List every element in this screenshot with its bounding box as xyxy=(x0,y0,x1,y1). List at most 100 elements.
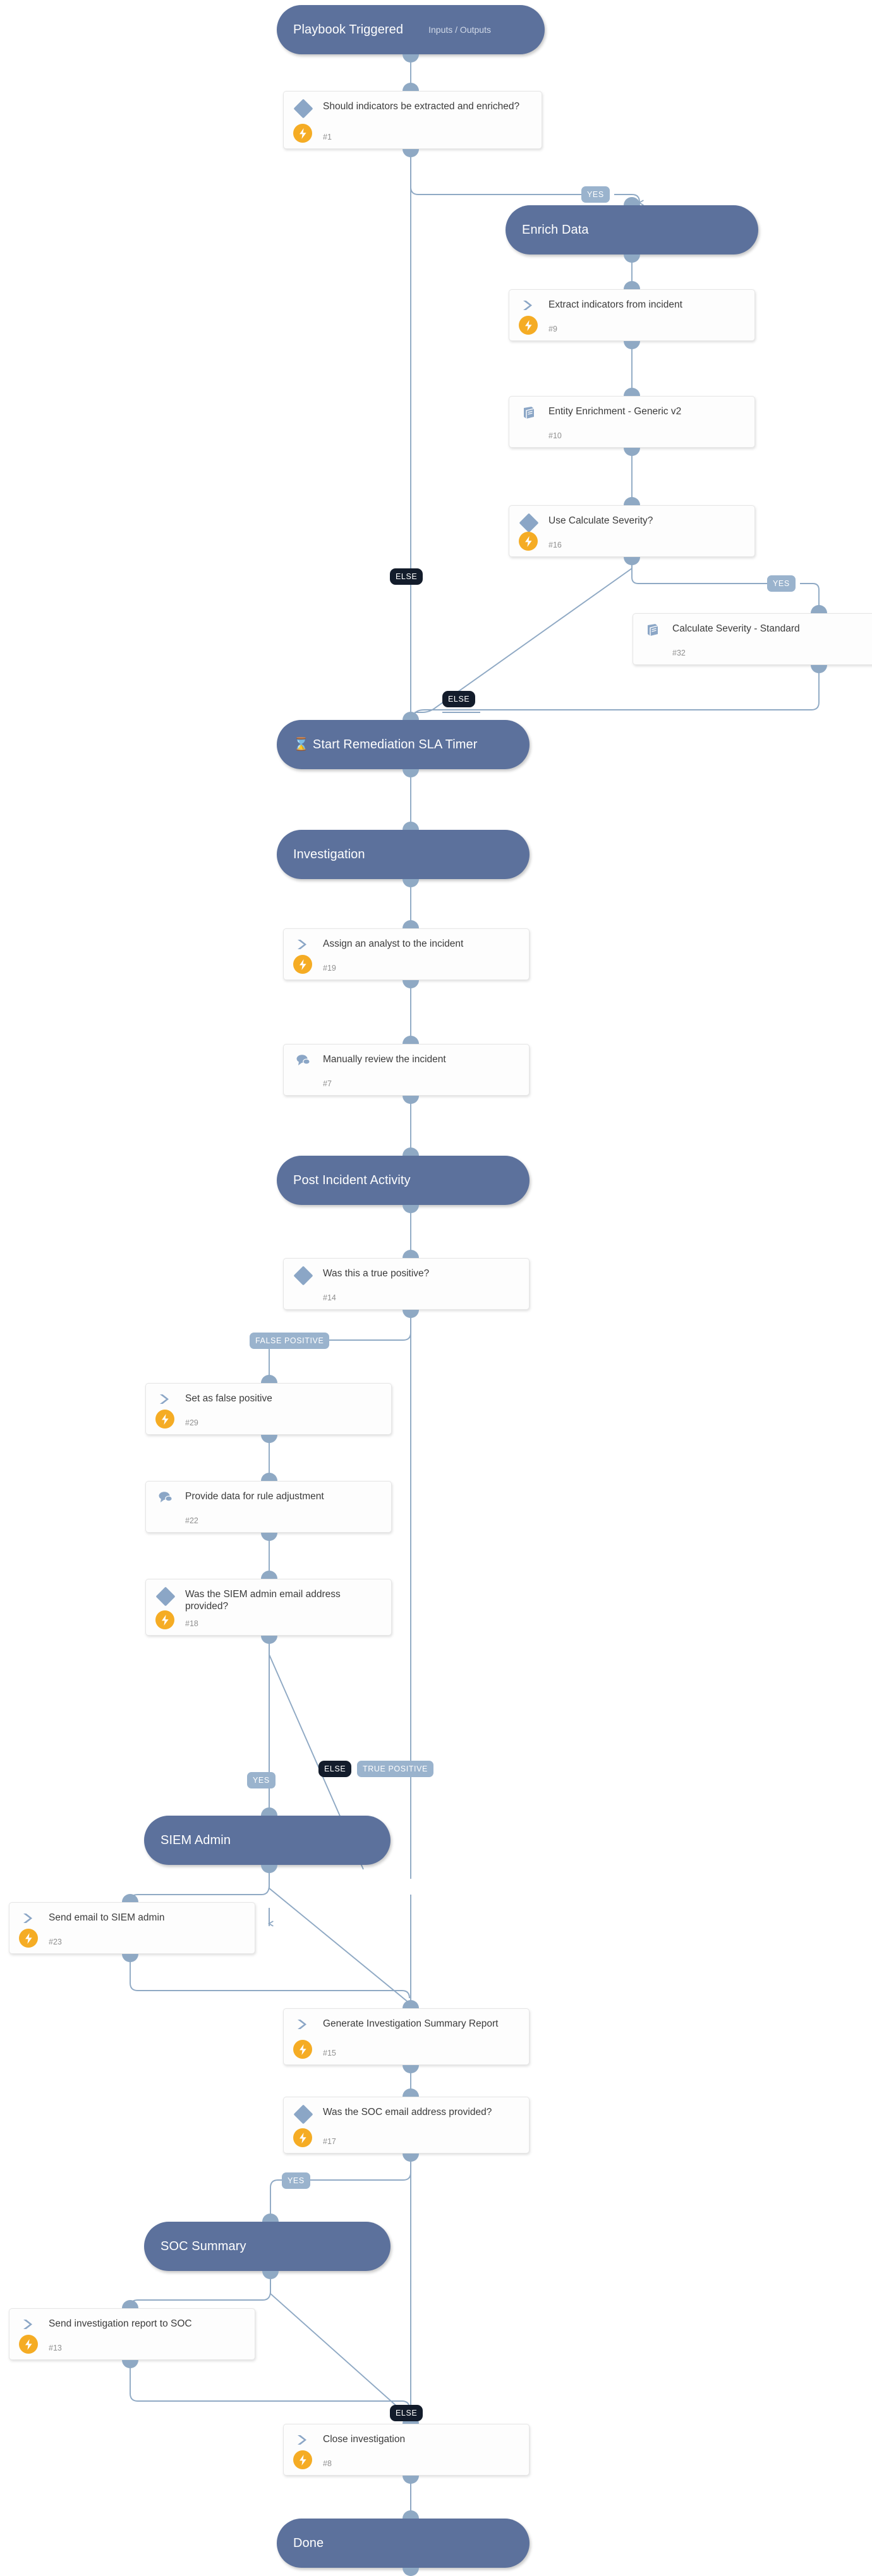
automation-bolt-icon xyxy=(155,1610,174,1629)
node-send-email-to-siem-admin[interactable]: Send email to SIEM admin #23 xyxy=(9,1902,255,1954)
node-should-indicators-be-extracted[interactable]: Should indicators be extracted and enric… xyxy=(283,91,542,149)
hourglass-icon: ⌛ xyxy=(293,738,309,752)
node-title: Calculate Severity - Standard xyxy=(672,623,800,634)
socket-in-true-positive-q xyxy=(403,1250,419,1258)
edge-label-else-skip-enrich[interactable]: ELSE xyxy=(390,568,423,585)
node-extract-indicators-from-incident[interactable]: Extract indicators from incident #9 xyxy=(509,289,755,341)
socket-out-send-email-siem xyxy=(122,1954,138,1962)
node-id: #1 xyxy=(323,133,332,141)
comment-task-icon xyxy=(295,1053,312,1070)
socket-in-enrich-data xyxy=(624,197,640,205)
node-manually-review-the-incident[interactable]: Manually review the incident #7 xyxy=(283,1044,530,1096)
edge-label-yes-siem-admin[interactable]: YES xyxy=(247,1772,276,1788)
node-was-the-soc-email-address-provided[interactable]: Was the SOC email address provided? #17 xyxy=(283,2097,530,2154)
node-soc-summary[interactable]: SOC Summary xyxy=(144,2222,391,2271)
edge-label-else-soc[interactable]: ELSE xyxy=(390,2405,423,2421)
socket-in-post-incident xyxy=(403,1147,419,1156)
edge-label-yes-soc[interactable]: YES xyxy=(282,2172,310,2189)
socket-out-true-positive-q xyxy=(403,1310,419,1318)
node-done[interactable]: Done xyxy=(277,2519,530,2568)
edge-label-yes-calculate-severity[interactable]: YES xyxy=(767,575,796,592)
node-id: #7 xyxy=(323,1079,332,1088)
socket-in-done xyxy=(403,2510,419,2519)
book-playbook-icon xyxy=(521,405,537,422)
node-title: Manually review the incident xyxy=(323,1054,446,1065)
socket-in-use-calc-severity xyxy=(624,497,640,505)
socket-out-set-false-positive xyxy=(261,1435,277,1443)
socket-in-should-indicators xyxy=(403,83,419,91)
node-siem-admin[interactable]: SIEM Admin xyxy=(144,1816,391,1865)
socket-out-extract-indicators xyxy=(624,341,640,349)
edge-label-true-positive[interactable]: TRUE POSITIVE xyxy=(357,1761,433,1777)
socket-out-siem-admin-email-q xyxy=(261,1636,277,1644)
node-calculate-severity-standard[interactable]: Calculate Severity - Standard #32 xyxy=(633,613,872,665)
node-playbook-triggered[interactable]: Playbook Triggered Inputs / Outputs xyxy=(277,5,545,54)
node-title: Provide data for rule adjustment xyxy=(185,1491,324,1502)
chevron-task-icon xyxy=(295,2433,312,2450)
node-send-investigation-report-to-soc[interactable]: Send investigation report to SOC #13 xyxy=(9,2308,255,2360)
node-enrich-data[interactable]: Enrich Data xyxy=(506,205,758,255)
node-was-this-a-true-positive[interactable]: Was this a true positive? #14 xyxy=(283,1258,530,1310)
node-generate-investigation-summary-report[interactable]: Generate Investigation Summary Report #1… xyxy=(283,2008,530,2065)
socket-in-sla-timer xyxy=(403,712,419,720)
socket-in-soc-summary xyxy=(262,2214,279,2222)
chevron-task-icon xyxy=(21,1912,37,1928)
automation-bolt-icon xyxy=(519,316,538,335)
node-set-as-false-positive[interactable]: Set as false positive #29 xyxy=(145,1383,392,1435)
node-investigation[interactable]: Investigation xyxy=(277,830,530,879)
socket-out-done xyxy=(403,2568,419,2576)
edge-label-yes-enrich[interactable]: YES xyxy=(581,186,610,203)
node-title: Done xyxy=(293,2536,324,2550)
node-use-calculate-severity[interactable]: Use Calculate Severity? #16 xyxy=(509,505,755,557)
node-id: #22 xyxy=(185,1516,198,1525)
socket-out-assign-analyst xyxy=(403,980,419,988)
node-title: Send investigation report to SOC xyxy=(49,2318,192,2329)
node-title: Post Incident Activity xyxy=(293,1173,411,1187)
socket-out-use-calc-severity xyxy=(624,557,640,565)
socket-in-provide-rule-data xyxy=(261,1473,277,1481)
node-id: #16 xyxy=(548,541,562,549)
socket-out-close-investigation xyxy=(403,2476,419,2484)
node-assign-an-analyst-to-the-incident[interactable]: Assign an analyst to the incident #19 xyxy=(283,928,530,980)
node-post-incident-activity[interactable]: Post Incident Activity xyxy=(277,1156,530,1205)
edge-label-else-no-severity[interactable]: ELSE xyxy=(442,691,476,707)
node-id: #23 xyxy=(49,1938,62,1946)
socket-in-manually-review xyxy=(403,1036,419,1044)
socket-out-post-incident xyxy=(403,1205,419,1213)
node-id: #9 xyxy=(548,325,557,333)
socket-in-entity-enrichment xyxy=(624,388,640,396)
automation-bolt-icon xyxy=(19,2335,38,2354)
book-playbook-icon xyxy=(645,623,661,639)
node-title: Extract indicators from incident xyxy=(548,299,682,310)
node-title: Should indicators be extracted and enric… xyxy=(323,101,520,112)
node-start-remediation-sla-timer[interactable]: ⌛ Start Remediation SLA Timer xyxy=(277,720,530,769)
condition-diamond-icon xyxy=(519,513,539,533)
node-id: #10 xyxy=(548,431,562,440)
node-close-investigation[interactable]: Close investigation #8 xyxy=(283,2424,530,2476)
socket-out-investigation xyxy=(403,879,419,887)
socket-in-set-false-positive xyxy=(261,1375,277,1383)
automation-bolt-icon xyxy=(155,1410,174,1429)
node-title: Investigation xyxy=(293,847,365,861)
socket-out-entity-enrichment xyxy=(624,448,640,456)
socket-out-enrich-data xyxy=(624,255,640,263)
socket-out-playbook-triggered xyxy=(403,54,419,63)
automation-bolt-icon xyxy=(293,2040,312,2059)
node-id: #13 xyxy=(49,2344,62,2352)
node-title: Assign an analyst to the incident xyxy=(323,938,464,949)
socket-in-extract-indicators xyxy=(624,281,640,289)
node-entity-enrichment-generic-v2[interactable]: Entity Enrichment - Generic v2 #10 xyxy=(509,396,755,448)
node-id: #32 xyxy=(672,649,686,657)
edge-label-false-positive[interactable]: FALSE POSITIVE xyxy=(250,1333,330,1349)
socket-out-send-report-soc xyxy=(122,2360,138,2368)
automation-bolt-icon xyxy=(293,124,312,143)
chevron-task-icon xyxy=(21,2318,37,2334)
node-id: #14 xyxy=(323,1293,336,1302)
node-was-the-siem-admin-email-address-provided[interactable]: Was the SIEM admin email address provide… xyxy=(145,1579,392,1636)
socket-out-provide-rule-data xyxy=(261,1533,277,1541)
chevron-task-icon xyxy=(295,2018,312,2034)
edge-label-else-siem-admin[interactable]: ELSE xyxy=(318,1761,352,1777)
node-provide-data-for-rule-adjustment[interactable]: Provide data for rule adjustment #22 xyxy=(145,1481,392,1533)
node-id: #18 xyxy=(185,1619,198,1628)
